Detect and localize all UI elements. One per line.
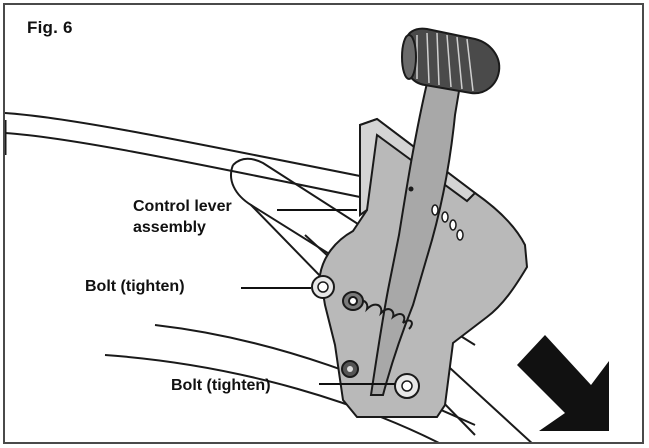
figure-frame: Fig. 6 Control lever assembly Bolt (tigh… xyxy=(3,3,644,444)
callout-bolt-lower: Bolt (tighten) xyxy=(171,377,271,394)
detent-slots xyxy=(431,204,464,241)
callout-bolt-upper: Bolt (tighten) xyxy=(85,278,185,295)
bolt-lower xyxy=(394,373,420,399)
bolt-upper xyxy=(311,275,335,299)
lever-assembly-drawing xyxy=(5,27,609,442)
pivot-dot xyxy=(408,186,414,192)
bracket-flange xyxy=(359,117,477,217)
callout-control-lever-line2: assembly xyxy=(133,219,206,236)
callout-control-lever: Control lever assembly xyxy=(133,196,293,238)
lever-knob xyxy=(401,27,501,95)
figure-label: Fig. 6 xyxy=(27,18,73,37)
arrow-down-right-icon xyxy=(517,335,609,431)
leader-lines xyxy=(241,209,395,385)
handle-bar-upper xyxy=(5,112,366,198)
spring xyxy=(342,291,413,330)
nut-lower xyxy=(341,360,359,378)
callout-control-lever-line1: Control lever xyxy=(133,198,232,215)
